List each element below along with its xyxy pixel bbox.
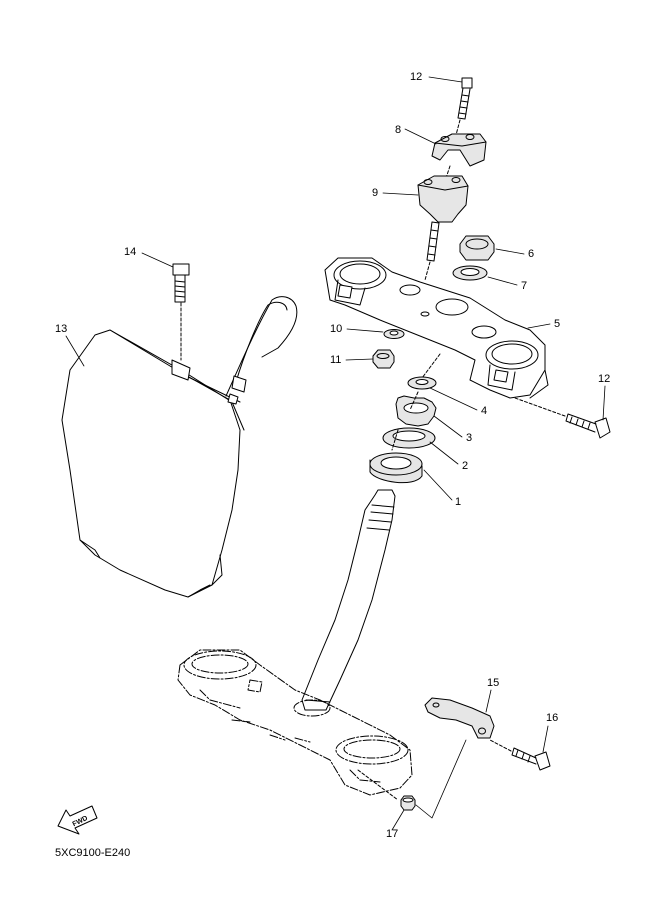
bearing-cover-2 — [382, 427, 436, 449]
callout-12-top: 12 — [410, 71, 423, 83]
callout-7: 7 — [521, 280, 528, 292]
callout-12-right: 12 — [598, 373, 611, 385]
callout-4: 4 — [481, 405, 488, 417]
leader-lines — [65, 76, 606, 831]
callout-16: 16 — [546, 712, 559, 724]
steering-stem — [301, 489, 396, 711]
callout-2: 2 — [462, 460, 469, 472]
ring-nut-3 — [395, 395, 437, 427]
washer-7 — [452, 265, 488, 281]
upper-bracket — [324, 257, 549, 399]
bolt-12-top — [455, 77, 473, 136]
bracket-15 — [424, 697, 495, 739]
callout-17: 17 — [386, 828, 399, 840]
callout-14: 14 — [124, 246, 137, 258]
callout-6: 6 — [528, 248, 535, 260]
bolt-14 — [172, 263, 190, 361]
nut-6 — [459, 235, 495, 261]
callout-9: 9 — [372, 187, 379, 199]
callout-10: 10 — [330, 323, 343, 335]
callout-8: 8 — [395, 124, 402, 136]
drawing-code: 5XC9100-E240 — [55, 847, 131, 859]
washer-10 — [383, 329, 405, 339]
callout-3: 3 — [466, 432, 473, 444]
callout-15: 15 — [487, 677, 500, 689]
washer-4 — [407, 376, 437, 390]
number-plate — [61, 296, 298, 598]
stopper-17 — [357, 739, 467, 819]
handlebar-upper-holder — [431, 133, 487, 179]
callout-13: 13 — [55, 323, 68, 335]
fwd-arrow-icon: FWD — [57, 805, 98, 835]
callout-11: 11 — [330, 354, 342, 366]
callout-5: 5 — [554, 318, 561, 330]
under-bracket — [177, 649, 413, 796]
handlebar-lower-holder — [417, 175, 469, 281]
bolt-12-right — [514, 397, 611, 439]
nut-11 — [372, 349, 395, 369]
bolt-16 — [489, 739, 551, 771]
callout-1: 1 — [455, 496, 462, 508]
bearing-1 — [369, 452, 453, 501]
